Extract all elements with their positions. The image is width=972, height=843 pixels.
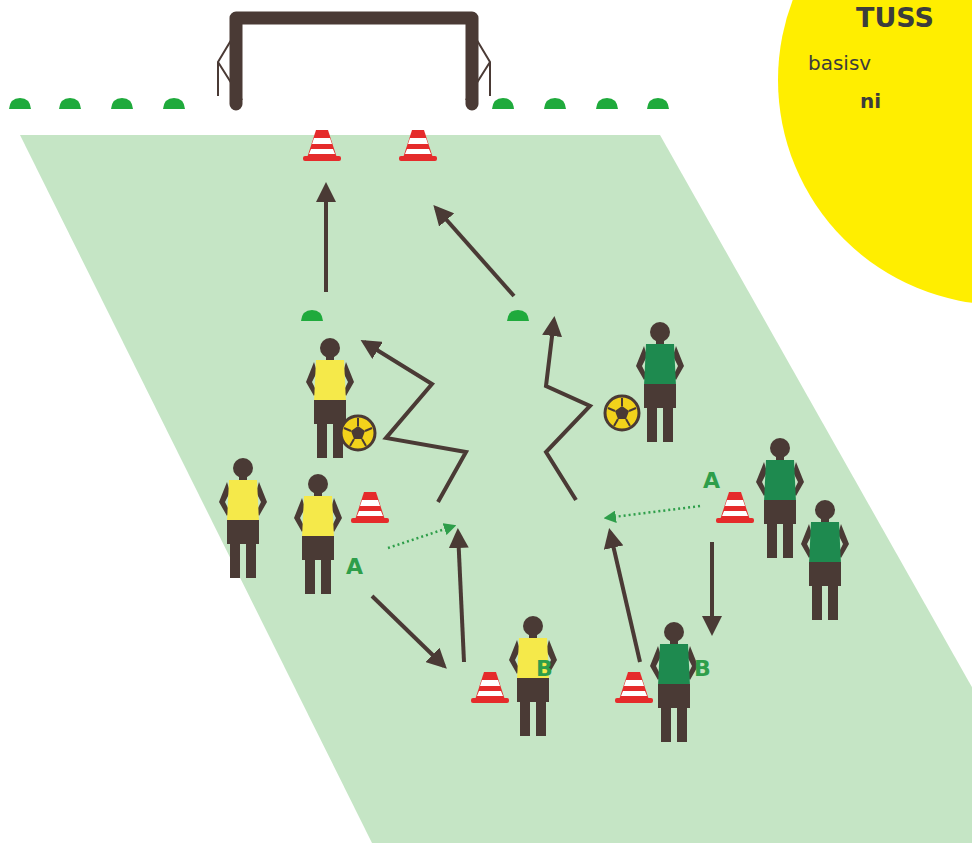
- player-yellow: [219, 458, 267, 578]
- marker-disc: [507, 310, 529, 321]
- dribble-arrow: [546, 320, 590, 500]
- run-arrow: [458, 532, 464, 662]
- position-letter: B: [536, 658, 553, 680]
- info-circle: TUSS basisv ni: [778, 0, 972, 305]
- position-letter: B: [694, 658, 711, 680]
- football: [341, 416, 375, 450]
- cone: [716, 492, 754, 523]
- cone: [615, 672, 653, 703]
- marker-disc: [544, 98, 566, 109]
- pass-arrow: [388, 526, 454, 548]
- dribble-arrow: [364, 342, 466, 502]
- player-yellow: [509, 616, 557, 736]
- pitch-area: [20, 135, 972, 843]
- marker-disc: [9, 98, 31, 109]
- pass-arrow: [606, 506, 700, 518]
- player-green: [756, 438, 804, 558]
- marker-disc: [59, 98, 81, 109]
- run-arrow: [372, 596, 444, 666]
- marker-disc: [163, 98, 185, 109]
- run-arrow: [610, 532, 640, 662]
- pass-arrows: [388, 506, 700, 548]
- player-green: [636, 322, 684, 442]
- cone: [351, 492, 389, 523]
- panel-text: basisv: [808, 51, 871, 75]
- marker-disc: [301, 310, 323, 321]
- cone: [399, 130, 437, 161]
- run-arrow: [710, 542, 714, 632]
- goal: [218, 18, 490, 104]
- goal-line-discs: [9, 98, 669, 321]
- marker-disc: [492, 98, 514, 109]
- football: [605, 396, 639, 430]
- marker-disc: [647, 98, 669, 109]
- cone: [471, 672, 509, 703]
- player-yellow: [294, 474, 342, 594]
- panel-heading: TUSS: [856, 2, 934, 33]
- cone: [303, 130, 341, 161]
- position-letter: A: [703, 470, 720, 492]
- cones: [303, 130, 754, 703]
- marker-disc: [111, 98, 133, 109]
- run-arrow: [324, 186, 328, 292]
- panel-text: ni: [860, 89, 881, 113]
- player-green: [801, 500, 849, 620]
- players: [219, 322, 849, 742]
- run-arrows: [326, 186, 712, 666]
- run-arrow: [436, 208, 514, 296]
- position-letter: A: [346, 556, 363, 578]
- player-green: [650, 622, 698, 742]
- marker-disc: [596, 98, 618, 109]
